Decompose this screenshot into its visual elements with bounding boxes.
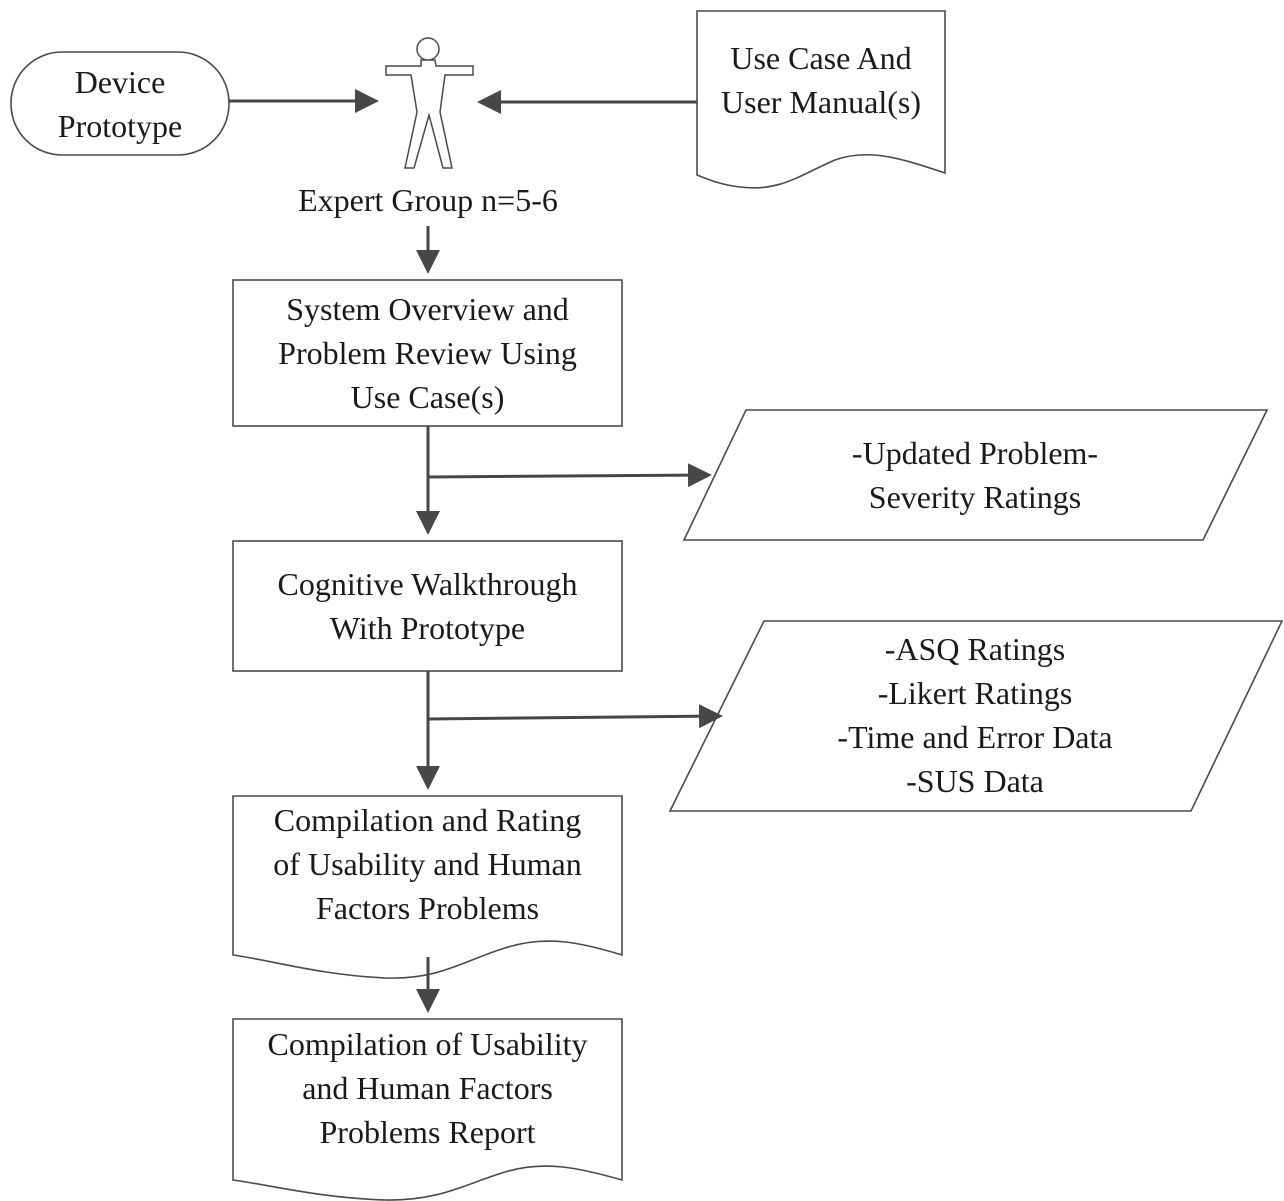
- device-prototype-shape: [10, 51, 230, 156]
- compilation-rating-label: Compilation and Rating of Usability and …: [233, 796, 622, 932]
- ratings-data-line-2: -Likert Ratings: [877, 675, 1073, 711]
- system-overview-line-2: Problem Review Using: [278, 335, 577, 371]
- compilation-rating-line-3: Factors Problems: [315, 890, 540, 926]
- arrow-branch-to-ratings-data: [427, 704, 723, 729]
- final-report-line-2: and Human Factors: [302, 1070, 553, 1106]
- severity-ratings-line-2: Severity Ratings: [868, 479, 1082, 515]
- final-report-shape: [232, 1018, 623, 1201]
- ratings-data-shape: [668, 620, 1284, 812]
- expert-person-icon: [385, 37, 474, 169]
- expert-group-label: Expert Group n=5-6: [228, 178, 628, 222]
- ratings-data-line-1: -ASQ Ratings: [884, 631, 1066, 667]
- expert-group-text: Expert Group n=5-6: [298, 182, 558, 218]
- cognitive-walkthrough-line-2: With Prototype: [329, 610, 526, 646]
- ratings-data-line-4: -SUS Data: [906, 763, 1044, 799]
- ratings-data-line-3: -Time and Error Data: [837, 719, 1113, 755]
- severity-ratings-shape: [682, 409, 1269, 541]
- final-report-line-1: Compilation of Usability: [267, 1026, 588, 1062]
- system-overview-shape: [232, 279, 623, 427]
- final-report-line-3: Problems Report: [319, 1114, 536, 1150]
- device-prototype-label: Device Prototype: [11, 52, 229, 155]
- compilation-rating-line-2: of Usability and Human: [273, 846, 582, 882]
- severity-ratings-line-1: -Updated Problem-: [851, 435, 1099, 471]
- cognitive-walkthrough-line-1: Cognitive Walkthrough: [277, 566, 578, 602]
- use-case-manual-line-2: User Manual(s): [721, 84, 921, 120]
- use-case-manual-line-1: Use Case And: [730, 40, 912, 76]
- ratings-data-label: -ASQ Ratings -Likert Ratings -Time and E…: [700, 627, 1250, 803]
- compilation-rating-shape: [232, 795, 623, 979]
- final-report-label: Compilation of Usability and Human Facto…: [233, 1020, 622, 1156]
- cognitive-walkthrough-shape: [232, 540, 623, 672]
- severity-ratings-label: -Updated Problem- Severity Ratings: [700, 430, 1250, 520]
- system-overview-label: System Overview and Problem Review Using…: [233, 280, 622, 426]
- use-case-manual-label: Use Case And User Manual(s): [697, 35, 945, 125]
- system-overview-line-1: System Overview and: [286, 291, 569, 327]
- use-case-manual-shape: [696, 10, 946, 189]
- compilation-rating-line-1: Compilation and Rating: [273, 802, 582, 838]
- arrow-branch-to-severity: [427, 463, 712, 488]
- device-prototype-line-1: Device: [74, 63, 166, 100]
- device-prototype-line-2: Prototype: [57, 107, 183, 144]
- cognitive-walkthrough-label: Cognitive Walkthrough With Prototype: [233, 541, 622, 671]
- system-overview-line-3: Use Case(s): [350, 379, 505, 415]
